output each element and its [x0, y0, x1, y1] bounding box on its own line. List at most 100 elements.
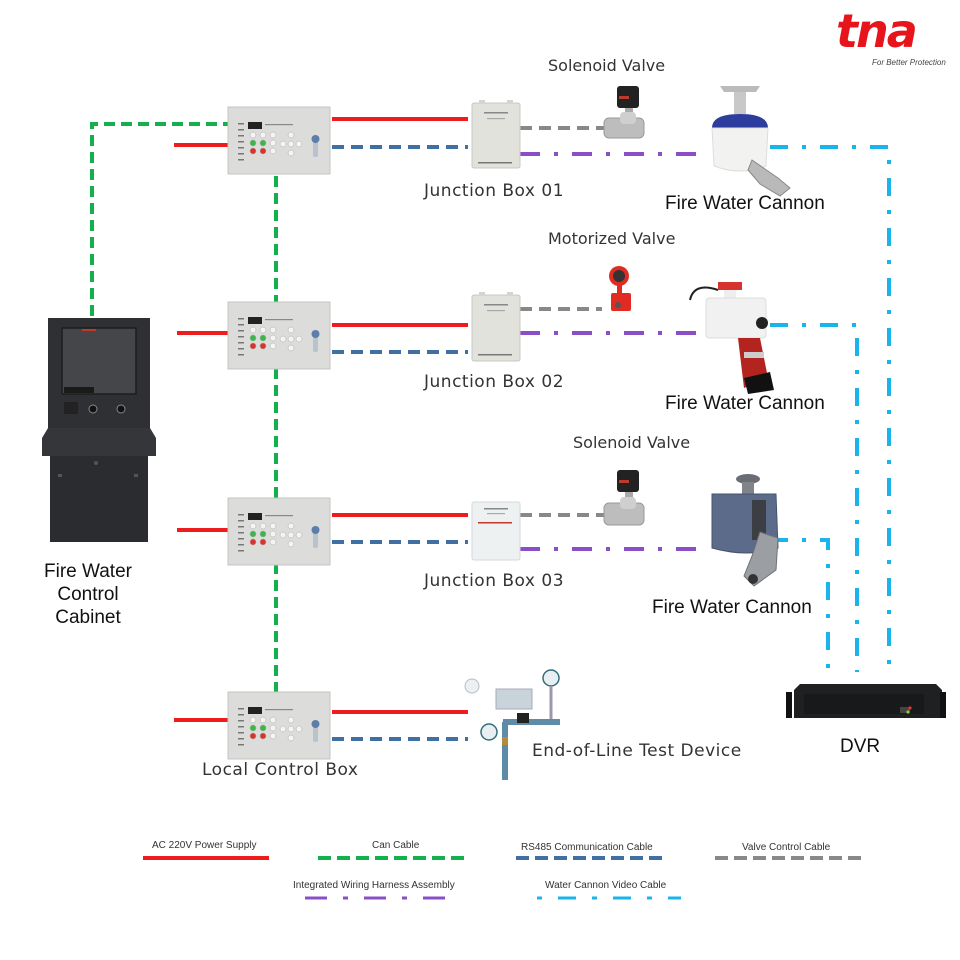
lcb-button [249, 147, 257, 155]
lcb-button [259, 147, 267, 155]
junction-box-02[interactable] [471, 292, 521, 362]
local-control-boxes [227, 106, 331, 760]
lcb-button [259, 334, 267, 342]
dvr-recorder[interactable] [786, 684, 946, 718]
harness-lines [520, 152, 708, 551]
logo-tagline: For Better Protection [872, 58, 946, 67]
fire-water-control-cabinet[interactable] [42, 318, 156, 542]
cabinet-key-switch-2 [116, 404, 126, 414]
local-control-box-2[interactable] [227, 301, 331, 370]
valve-2-label: Motorized Valve [548, 229, 676, 248]
lcb-button [259, 342, 267, 350]
lcb-button [269, 530, 277, 538]
lcb-button [259, 522, 267, 530]
junction-box-02-label: Junction Box 02 [424, 372, 565, 392]
solenoid-valve-2[interactable] [603, 470, 645, 526]
valve-1-label: Solenoid Valve [548, 56, 666, 75]
local-control-box-label: Local Control Box [202, 760, 359, 780]
lcb-button [269, 326, 277, 334]
lcb-button [249, 732, 257, 740]
lcb-button [259, 131, 267, 139]
fire-water-cannon-1[interactable] [711, 86, 791, 197]
lcb-display [248, 707, 262, 714]
valve-control-lines [520, 126, 604, 517]
junction-box-03-label: Junction Box 03 [424, 571, 565, 591]
lcb-button [249, 522, 257, 530]
lcb-key-switch [313, 336, 318, 352]
dvr-label: DVR [840, 736, 881, 757]
legend-label-power: AC 220V Power Supply [152, 840, 257, 851]
video-cannon3-to-dvr [770, 538, 830, 672]
test-device-label: End-of-Line Test Device [532, 741, 742, 761]
lcb-key-switch [313, 726, 318, 742]
motorized-valve[interactable] [609, 266, 631, 311]
legend-label-valve: Valve Control Cable [742, 842, 831, 853]
can-cable-cabinet-to-lcb1 [90, 122, 228, 316]
lcb-button [269, 716, 277, 724]
cannon-1-label: Fire Water Cannon [665, 193, 825, 214]
video-lines [770, 145, 891, 672]
legend-label-harness: Integrated Wiring Harness Assembly [293, 880, 455, 891]
lcb-button [259, 732, 267, 740]
lcb-button [269, 538, 277, 546]
lcb-button [269, 139, 277, 147]
local-control-box-1[interactable] [227, 106, 331, 175]
cabinet-monitor-screen [61, 327, 137, 395]
brand-logo: tna For Better Protection [836, 4, 946, 67]
junction-box-01[interactable] [471, 100, 521, 169]
legend-label-rs485: RS485 Communication Cable [521, 842, 653, 853]
lcb-button [249, 334, 257, 342]
cabinet-label-line-2: Control [57, 584, 119, 605]
lcb-button [259, 716, 267, 724]
lcb-key-switch [313, 141, 318, 157]
fire-water-cannon-2[interactable] [689, 282, 774, 394]
lcb-button [269, 334, 277, 342]
fire-water-cannon-3[interactable] [711, 474, 779, 587]
lcb-display [248, 122, 262, 129]
lcb-button [259, 530, 267, 538]
cabinet-label-line-3: Cabinet [55, 607, 121, 628]
cabinet-key-switch-1 [88, 404, 98, 414]
junction-box-01-label: Junction Box 01 [424, 181, 565, 201]
lcb-button [249, 326, 257, 334]
rs485-lines [332, 145, 468, 741]
lcb-button [269, 522, 277, 530]
lcb-button [269, 724, 277, 732]
lcb-button [249, 724, 257, 732]
junction-box-03[interactable] [471, 501, 521, 561]
power-lines [174, 117, 468, 722]
lcb-display [248, 513, 262, 520]
solenoid-valve-1[interactable] [603, 86, 645, 139]
lcb-button [259, 538, 267, 546]
local-control-box-3[interactable] [227, 497, 331, 566]
lcb-button [249, 716, 257, 724]
lcb-button [269, 342, 277, 350]
legend-swatches [143, 856, 865, 900]
lcb-button [249, 131, 257, 139]
lcb-button [259, 139, 267, 147]
valve-3-label: Solenoid Valve [573, 433, 691, 452]
can-cable-lines [90, 122, 278, 692]
logo-wordmark: tna [836, 4, 918, 58]
legend-label-can: Can Cable [372, 840, 420, 851]
lcb-button [249, 530, 257, 538]
end-of-line-test-device[interactable] [464, 669, 560, 780]
cannon-3-label: Fire Water Cannon [652, 597, 812, 618]
legend-label-video: Water Cannon Video Cable [545, 880, 667, 891]
lcb-button [269, 131, 277, 139]
lcb-button [249, 342, 257, 350]
video-cannon2-to-dvr [770, 323, 859, 672]
cabinet-label-line-1: Fire Water [44, 561, 132, 582]
lcb-button [259, 326, 267, 334]
lcb-button [249, 139, 257, 147]
lcb-button [269, 147, 277, 155]
local-control-box-4[interactable] [227, 691, 331, 760]
cannon-2-label: Fire Water Cannon [665, 393, 825, 414]
lcb-button [269, 732, 277, 740]
lcb-button [249, 538, 257, 546]
lcb-button [259, 724, 267, 732]
lcb-display [248, 317, 262, 324]
cabinet-label: Fire Water Control Cabinet [36, 560, 140, 629]
